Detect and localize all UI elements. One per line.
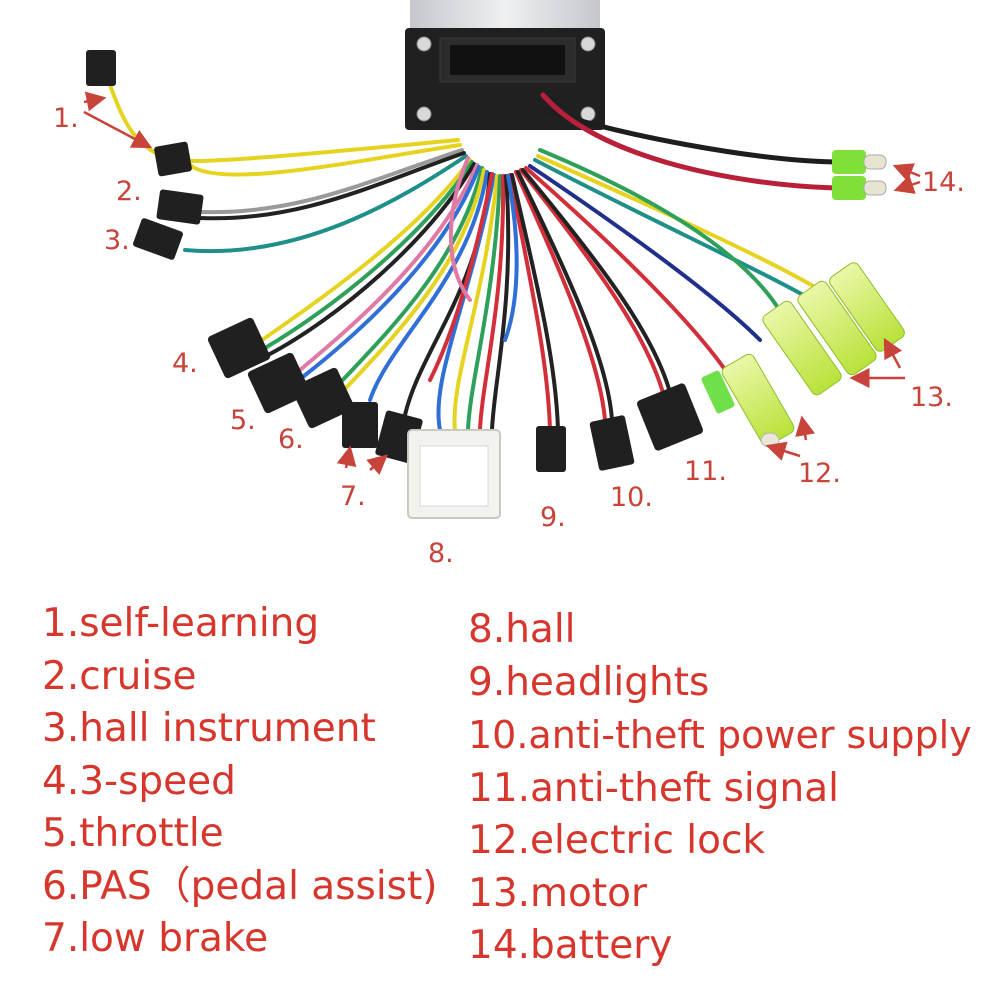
- wire-hall: [436, 173, 496, 432]
- wire-bundle: [106, 78, 838, 432]
- wire-3-speed: [263, 160, 474, 350]
- callout-9: 9.: [540, 502, 566, 533]
- callout-5: 5.: [230, 405, 256, 436]
- legend-item-hall-instrument: 3.hall instrument: [42, 706, 376, 751]
- callout-11: 11.: [684, 456, 727, 487]
- wire-3-speed: [260, 158, 472, 342]
- wire-battery: [542, 107, 838, 165]
- connector-self-learning: [86, 50, 192, 177]
- legend-item-throttle: 5.throttle: [42, 811, 224, 856]
- wire-motor: [536, 154, 822, 292]
- legend-item-anti-theft-power-supply: 10.anti-theft power supply: [468, 713, 972, 757]
- wire-low-brake: [368, 170, 489, 402]
- callout-13: 13.: [910, 382, 953, 413]
- connector-electric-lock: [701, 353, 795, 448]
- wire-anti-theft-power: [514, 170, 607, 422]
- callout-2: 2.: [116, 176, 142, 207]
- callout-10: 10.: [610, 482, 653, 513]
- connector-3-speed: [207, 317, 271, 379]
- wire-throttle: [302, 165, 481, 378]
- legend-item-cruise: 2.cruise: [42, 654, 197, 699]
- connector-hall-instrument: [133, 218, 183, 260]
- legend-item-battery: 14.battery: [468, 923, 673, 968]
- callout-14: 14.: [922, 167, 965, 198]
- wire-motor: [538, 148, 792, 332]
- wire-throttle: [298, 163, 479, 372]
- wire-battery: [540, 92, 838, 191]
- callout-6: 6.: [278, 424, 304, 455]
- connector-hall: [407, 429, 501, 519]
- wire-hall: [466, 174, 502, 432]
- controller-box: [405, 0, 605, 130]
- callout-3: 3.: [104, 225, 130, 256]
- connector-throttle: [247, 352, 311, 414]
- wire-hall-instrument: [183, 154, 468, 254]
- callout-1: 1.: [53, 103, 79, 134]
- wire-electric-lock: [524, 166, 734, 382]
- legend-item-headlights: 9.headlights: [468, 660, 710, 705]
- wire-self-learning: [188, 143, 462, 177]
- callout-7: 7.: [340, 481, 366, 512]
- callout-8: 8.: [428, 538, 454, 569]
- legend-item-hall: 8.hall: [468, 607, 576, 652]
- wire-anti-theft-signal: [521, 168, 674, 402]
- connector-anti-theft-signal: [636, 383, 704, 451]
- wire-hall: [490, 174, 511, 432]
- legend-item-pas: 6.PAS（pedal assist): [42, 864, 438, 909]
- wire-pas: [336, 166, 484, 387]
- wire-anti-theft-power: [516, 170, 614, 422]
- legend-item-motor: 13.motor: [468, 871, 648, 916]
- wire-anti-theft-signal: [519, 168, 667, 402]
- callout-labels: 1. 2. 3. 4. 5. 6. 7. 8. 9. 10. 11. 12. 1…: [53, 103, 965, 569]
- wire-headlights: [508, 173, 552, 432]
- connector-cruise: [156, 189, 204, 225]
- wire-hall: [478, 174, 506, 432]
- wire-headlights: [510, 173, 560, 432]
- legend-item-low-brake: 7.low brake: [42, 916, 269, 961]
- wire-electric-lock: [528, 164, 762, 342]
- callout-12: 12.: [798, 458, 841, 489]
- legend-item-self-learning: 1.self-learning: [42, 601, 320, 646]
- wire-cruise: [198, 151, 466, 221]
- legend-item-electric-lock: 12.electric lock: [468, 818, 766, 863]
- wire-motor: [533, 158, 814, 302]
- callout-arrows: [83, 91, 921, 476]
- wire-pas: [342, 168, 486, 392]
- callout-4: 4.: [172, 348, 198, 379]
- connector-battery: [832, 150, 887, 200]
- wire-cruise: [198, 148, 464, 215]
- legend-item-anti-theft-signal: 11.anti-theft signal: [468, 766, 839, 811]
- connector-headlights: [536, 426, 566, 472]
- wire-hall: [452, 174, 499, 432]
- connector-motor: [762, 262, 905, 396]
- legend-item-3-speed: 4.3-speed: [42, 759, 236, 804]
- connector-pas: [291, 367, 355, 429]
- connector-anti-theft-power: [589, 415, 635, 471]
